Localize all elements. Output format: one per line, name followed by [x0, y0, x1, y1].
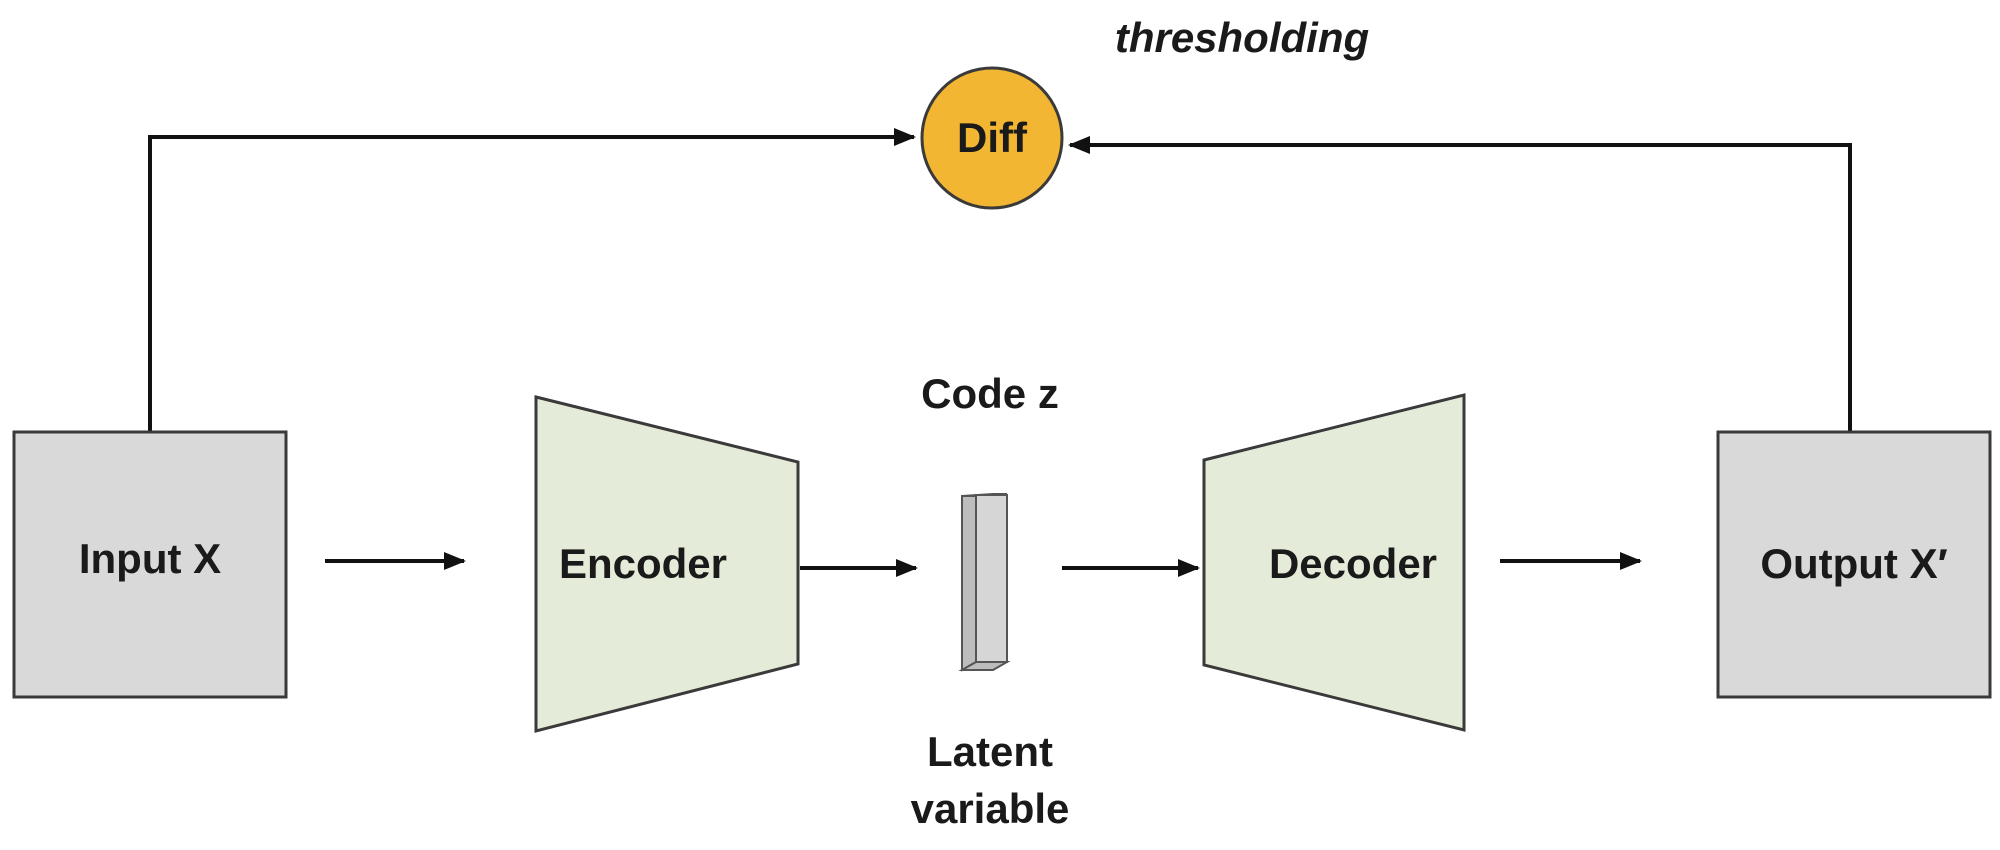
decoder-node: Decoder: [1202, 393, 1466, 732]
encoder-shape: [534, 395, 800, 733]
output-box: [1716, 430, 1992, 699]
output-node: Output X′: [1716, 430, 1992, 699]
diff-node: Diff: [920, 66, 1064, 210]
input-box: [12, 430, 288, 699]
output-to-diff-connector: [1068, 136, 1852, 432]
latent-bar-side: [961, 495, 977, 672]
thresholding-annotation: thresholding: [1115, 14, 1369, 61]
input-label: Input X: [79, 535, 221, 582]
latent-label-line1: Latent: [927, 728, 1053, 775]
diff-label: Diff: [957, 114, 1028, 161]
input-node: Input X: [12, 430, 288, 699]
latent-label-line2: variable: [911, 785, 1070, 832]
latent-code-bar: [958, 493, 1011, 672]
input-to-diff-connector: [148, 128, 916, 432]
encoder-label: Encoder: [559, 540, 727, 587]
encoder-node: Encoder: [534, 395, 800, 733]
code-label: Code z: [921, 370, 1059, 417]
latent-bar-bottom: [958, 661, 1011, 671]
latent-bar-front: [975, 494, 1008, 663]
diff-circle: [920, 66, 1064, 210]
decoder-label: Decoder: [1269, 540, 1437, 587]
decoder-shape: [1202, 393, 1466, 732]
output-label: Output X′: [1760, 540, 1947, 587]
